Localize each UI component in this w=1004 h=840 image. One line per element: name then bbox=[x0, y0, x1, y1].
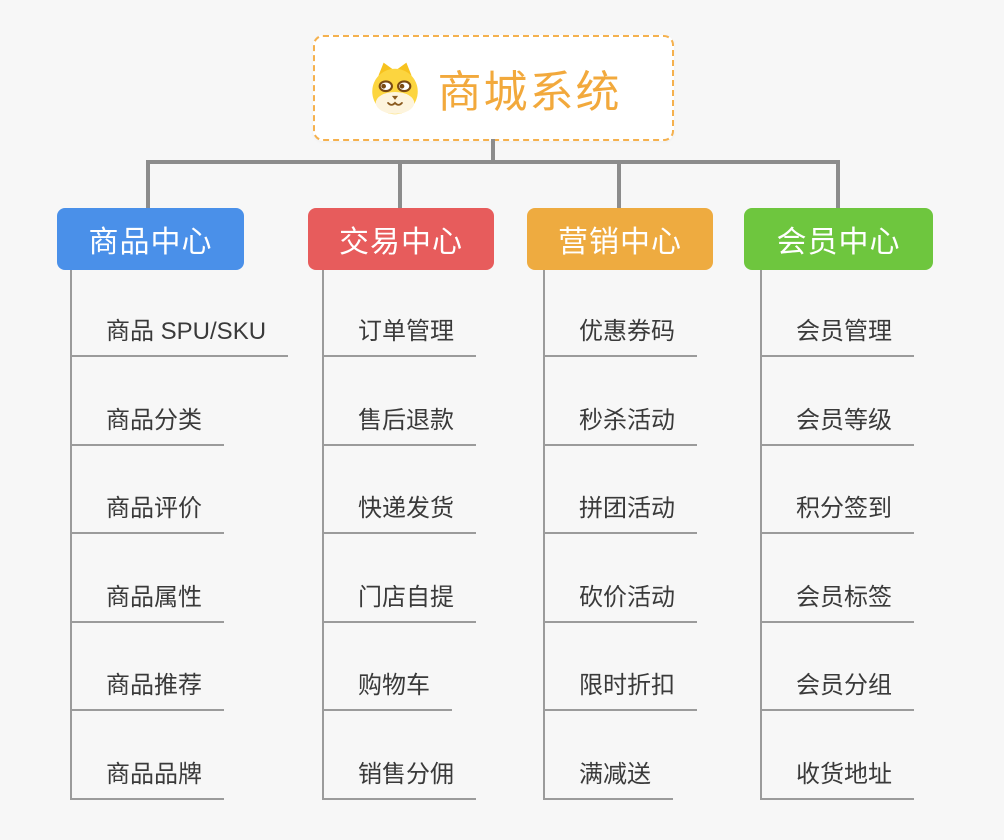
connector-trunk-marketing bbox=[543, 270, 545, 800]
node-product-brand[interactable]: 商品品牌 bbox=[70, 758, 224, 800]
node-member-group[interactable]: 会员分组 bbox=[760, 669, 914, 711]
node-express-delivery[interactable]: 快递发货 bbox=[322, 492, 476, 534]
root-node[interactable]: 商城系统 bbox=[313, 35, 674, 141]
connector-drop-member bbox=[836, 160, 840, 208]
node-member-tag[interactable]: 会员标签 bbox=[760, 581, 914, 623]
branch-box-trade-center[interactable]: 交易中心 bbox=[308, 208, 494, 270]
connector-drop-trade bbox=[398, 160, 402, 208]
node-bargain-activity[interactable]: 砍价活动 bbox=[543, 581, 697, 623]
connector-root-stem bbox=[491, 139, 495, 162]
connector-trunk-trade bbox=[322, 270, 324, 800]
connector-trunk-member bbox=[760, 270, 762, 800]
root-title: 商城系统 bbox=[437, 68, 622, 117]
node-product-spu-sku[interactable]: 商品 SPU/SKU bbox=[70, 315, 289, 357]
node-order-management[interactable]: 订单管理 bbox=[322, 315, 476, 357]
node-aftersale-refund[interactable]: 售后退款 bbox=[322, 404, 476, 446]
node-product-recommend[interactable]: 商品推荐 bbox=[70, 669, 224, 711]
node-flash-sale[interactable]: 秒杀活动 bbox=[543, 404, 697, 446]
node-product-category[interactable]: 商品分类 bbox=[70, 404, 224, 446]
node-product-attribute[interactable]: 商品属性 bbox=[70, 581, 224, 623]
branch-box-product-center[interactable]: 商品中心 bbox=[57, 208, 244, 270]
node-full-reduction[interactable]: 满减送 bbox=[543, 758, 673, 800]
dog-face-icon bbox=[366, 60, 424, 116]
node-group-buy[interactable]: 拼团活动 bbox=[543, 492, 697, 534]
branch-box-member-center[interactable]: 会员中心 bbox=[744, 208, 933, 270]
connector-drop-product bbox=[146, 160, 150, 208]
branch-box-marketing-center[interactable]: 营销中心 bbox=[527, 208, 713, 270]
connector-horizontal-bar bbox=[146, 160, 840, 164]
node-coupon-code[interactable]: 优惠券码 bbox=[543, 315, 697, 357]
connector-trunk-product bbox=[70, 270, 72, 800]
node-sales-commission[interactable]: 销售分佣 bbox=[322, 758, 476, 800]
node-member-level[interactable]: 会员等级 bbox=[760, 404, 914, 446]
connector-drop-marketing bbox=[617, 160, 621, 208]
node-limited-time-discount[interactable]: 限时折扣 bbox=[543, 669, 697, 711]
node-shipping-address[interactable]: 收货地址 bbox=[760, 758, 914, 800]
node-product-review[interactable]: 商品评价 bbox=[70, 492, 224, 534]
node-member-management[interactable]: 会员管理 bbox=[760, 315, 914, 357]
node-points-checkin[interactable]: 积分签到 bbox=[760, 492, 914, 534]
node-store-pickup[interactable]: 门店自提 bbox=[322, 581, 476, 623]
node-shopping-cart[interactable]: 购物车 bbox=[322, 669, 452, 711]
